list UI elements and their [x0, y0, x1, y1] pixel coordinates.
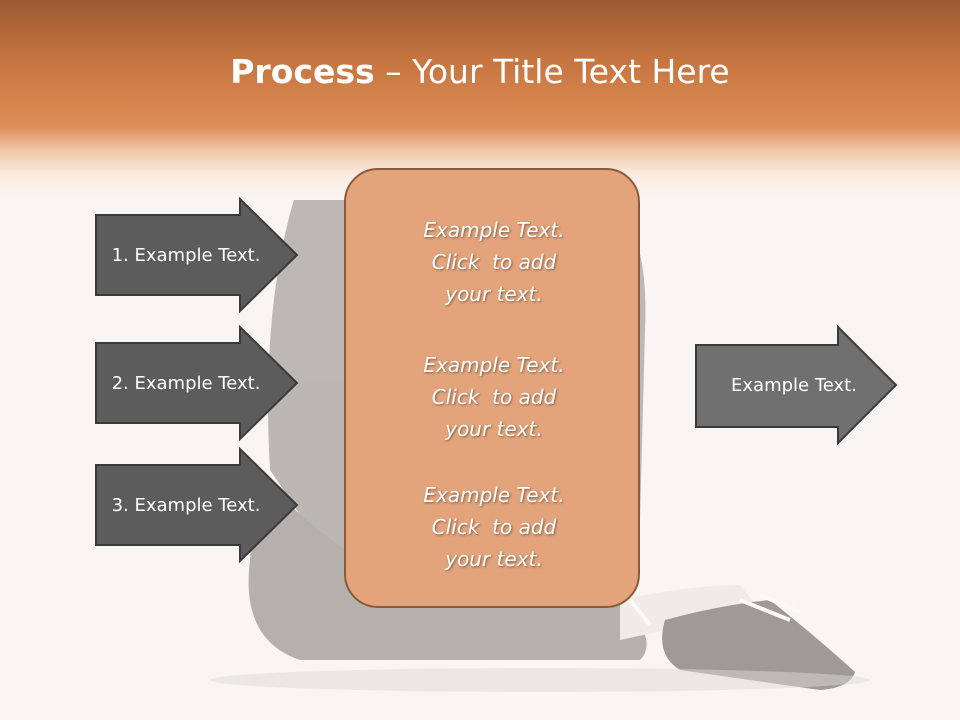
- center-text-box[interactable]: Example Text. Click to add your text. Ex…: [344, 168, 640, 608]
- slide-title[interactable]: Process – Your Title Text Here: [0, 52, 960, 91]
- arrow-3-label: 3. Example Text.: [111, 494, 261, 516]
- center-block-2-line3: your text.: [445, 417, 543, 441]
- center-block-3-line2: Click to add: [431, 515, 557, 539]
- title-rest: – Your Title Text Here: [374, 52, 730, 91]
- center-block-3: Example Text. Click to add your text.: [346, 479, 642, 575]
- center-block-1-line3: your text.: [445, 282, 543, 306]
- arrow-right[interactable]: [694, 325, 900, 445]
- center-block-1-line2: Click to add: [431, 250, 557, 274]
- center-block-2-line2: Click to add: [431, 385, 557, 409]
- center-block-2: Example Text. Click to add your text.: [346, 349, 642, 445]
- title-bold: Process: [230, 52, 375, 91]
- arrow-3[interactable]: [94, 447, 300, 563]
- center-block-1: Example Text. Click to add your text.: [346, 214, 642, 310]
- center-block-2-line1: Example Text.: [423, 353, 565, 377]
- arrow-2[interactable]: [94, 325, 300, 441]
- title-bar: [0, 0, 960, 200]
- arrow-1[interactable]: [94, 197, 300, 313]
- center-block-1-line1: Example Text.: [423, 218, 565, 242]
- center-block-3-line3: your text.: [445, 547, 543, 571]
- center-block-3-line1: Example Text.: [423, 483, 565, 507]
- arrow-right-label: Example Text.: [731, 374, 857, 396]
- arrow-1-label: 1. Example Text.: [111, 244, 261, 266]
- arrow-2-label: 2. Example Text.: [111, 372, 261, 394]
